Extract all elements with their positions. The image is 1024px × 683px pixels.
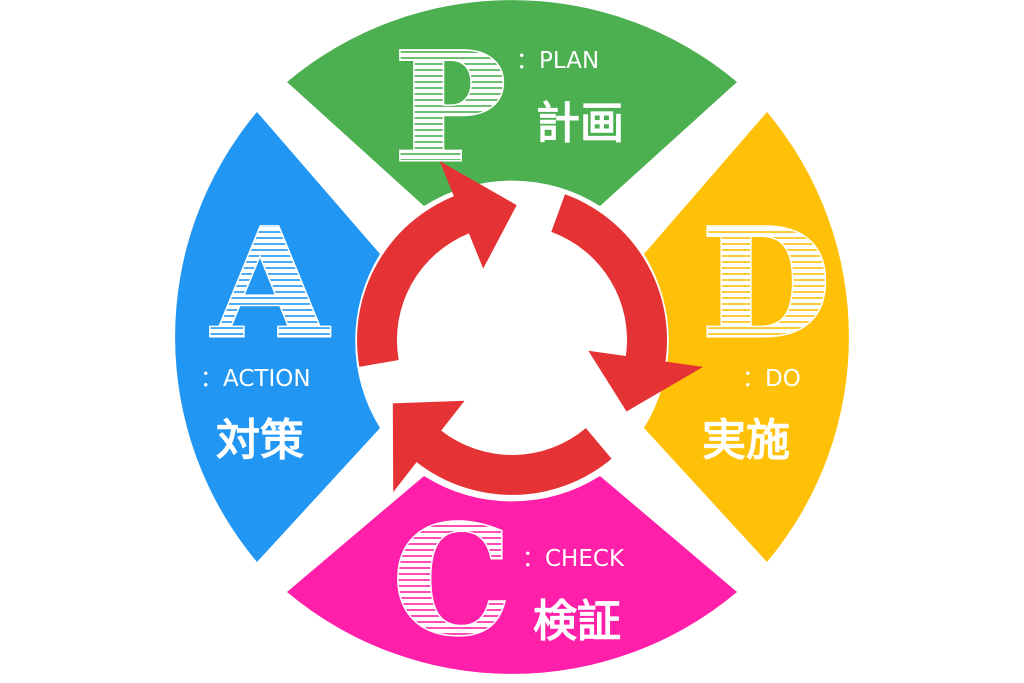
segment-plan bbox=[287, 0, 737, 207]
check-letter: C bbox=[392, 493, 511, 669]
segment-check bbox=[287, 476, 737, 674]
cycle-arrow-1 bbox=[357, 161, 517, 367]
cycle-arrows-icon bbox=[357, 161, 704, 495]
segment-do bbox=[644, 112, 849, 562]
plan-letter: P bbox=[394, 20, 507, 196]
plan-jp-label: 計画 bbox=[536, 98, 624, 149]
cycle-arrow-3 bbox=[392, 400, 612, 495]
do-jp-label: 実施 bbox=[702, 415, 790, 466]
do-en-label: ：DO bbox=[742, 366, 801, 392]
action-en-label: ：ACTION bbox=[200, 366, 311, 392]
action-letter: A bbox=[210, 196, 331, 372]
check-jp-label: 検証 bbox=[533, 596, 621, 647]
cycle-arrow-2 bbox=[551, 194, 704, 412]
plan-en-label: ：PLAN bbox=[516, 48, 599, 74]
check-en-label: ：CHECK bbox=[522, 546, 625, 572]
do-letter: D bbox=[701, 196, 831, 372]
action-jp-label: 対策 bbox=[216, 415, 304, 466]
segment-action bbox=[175, 112, 380, 562]
